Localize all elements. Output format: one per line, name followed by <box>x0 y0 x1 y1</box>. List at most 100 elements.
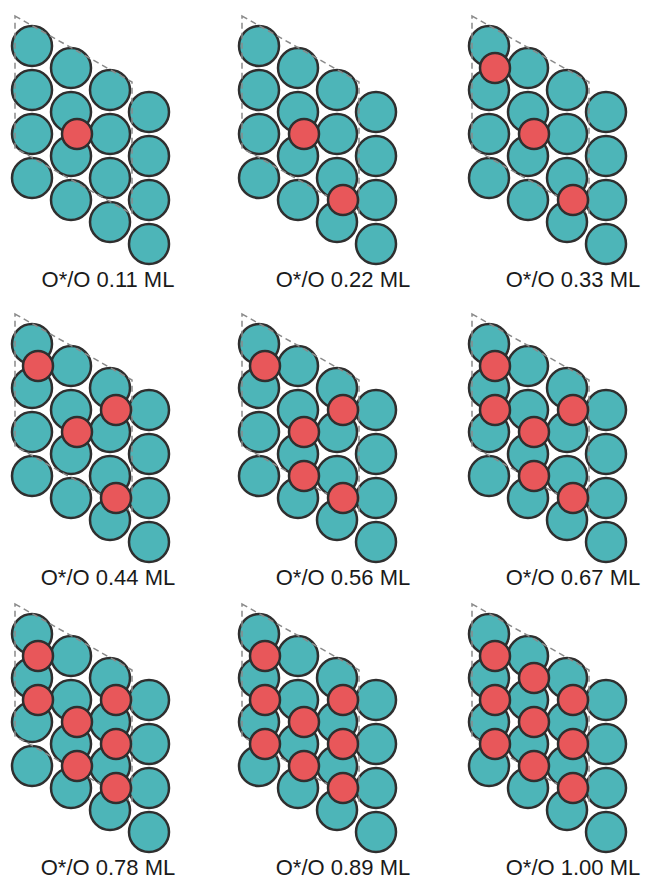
metal-atom <box>90 158 130 198</box>
metal-atom <box>129 390 169 430</box>
surface-panel <box>469 604 626 852</box>
metal-atom <box>239 26 279 66</box>
oxygen-adatom <box>519 751 549 781</box>
metal-atom <box>317 70 357 110</box>
metal-atom <box>508 180 548 220</box>
metal-atom <box>239 114 279 154</box>
oxygen-adatom <box>480 685 510 715</box>
coverage-label: O*/O 1.00 ML <box>504 855 643 881</box>
oxygen-adatom <box>519 461 549 491</box>
oxygen-adatom <box>558 729 588 759</box>
oxygen-adatom <box>289 707 319 737</box>
oxygen-adatom <box>289 461 319 491</box>
metal-atom <box>547 70 587 110</box>
metal-atom <box>90 70 130 110</box>
metal-atom <box>51 636 91 676</box>
coverage-label: O*/O 0.33 ML <box>504 267 643 293</box>
metal-atom <box>356 522 396 562</box>
unit-cell-outline <box>242 314 359 512</box>
metal-atom <box>356 390 396 430</box>
metal-atom <box>278 180 318 220</box>
oxygen-adatom <box>250 729 280 759</box>
metal-atom <box>129 434 169 474</box>
coverage-label: O*/O 0.11 ML <box>40 267 177 293</box>
surface-panel <box>239 604 396 852</box>
oxygen-adatom <box>480 351 510 381</box>
metal-atom <box>12 158 52 198</box>
oxygen-adatom <box>289 751 319 781</box>
unit-cell-outline <box>472 16 589 214</box>
metal-atom <box>586 224 626 264</box>
metal-atom <box>586 136 626 176</box>
oxygen-adatom <box>519 707 549 737</box>
metal-atom <box>12 114 52 154</box>
metal-atom <box>356 180 396 220</box>
oxygen-adatom <box>558 185 588 215</box>
oxygen-adatom <box>250 351 280 381</box>
oxygen-adatom <box>480 641 510 671</box>
metal-atom <box>90 202 130 242</box>
metal-atom <box>12 26 52 66</box>
metal-atom <box>129 136 169 176</box>
oxygen-adatom <box>62 751 92 781</box>
metal-atom <box>586 434 626 474</box>
coverage-label: O*/O 0.78 ML <box>39 855 178 881</box>
metal-atom <box>12 70 52 110</box>
metal-atom <box>356 768 396 808</box>
metal-atom <box>586 180 626 220</box>
metal-atom <box>12 412 52 452</box>
metal-atom <box>129 224 169 264</box>
surface-panel <box>469 16 626 264</box>
oxygen-adatom <box>558 685 588 715</box>
surface-panel <box>12 604 169 852</box>
metal-atom <box>129 724 169 764</box>
oxygen-adatom <box>328 729 358 759</box>
surface-panel <box>12 314 169 562</box>
oxygen-adatom <box>250 685 280 715</box>
metal-atom <box>239 456 279 496</box>
metal-atom <box>51 478 91 518</box>
metal-atom <box>508 48 548 88</box>
unit-cell-outline <box>242 604 359 802</box>
oxygen-adatom <box>62 707 92 737</box>
oxygen-adatom <box>289 417 319 447</box>
metal-atom <box>12 456 52 496</box>
metal-atom <box>356 92 396 132</box>
metal-atom <box>12 746 52 786</box>
metal-atom <box>129 768 169 808</box>
metal-atom <box>129 680 169 720</box>
metal-atom <box>508 346 548 386</box>
metal-atom <box>356 724 396 764</box>
oxygen-adatom <box>558 483 588 513</box>
oxygen-adatom <box>328 773 358 803</box>
metal-atom <box>469 456 509 496</box>
metal-atom <box>90 114 130 154</box>
oxygen-adatom <box>23 351 53 381</box>
surface-panel <box>239 314 396 562</box>
oxygen-adatom <box>101 773 131 803</box>
metal-atom <box>586 522 626 562</box>
metal-atom <box>356 478 396 518</box>
oxygen-adatom <box>519 417 549 447</box>
metal-atom <box>129 92 169 132</box>
metal-atom <box>51 48 91 88</box>
oxygen-adatom <box>519 119 549 149</box>
oxygen-adatom <box>480 395 510 425</box>
oxygen-adatom <box>328 483 358 513</box>
oxygen-adatom <box>328 395 358 425</box>
metal-atom <box>129 522 169 562</box>
metal-atom <box>129 180 169 220</box>
oxygen-adatom <box>480 53 510 83</box>
metal-atom <box>129 812 169 852</box>
unit-cell-outline <box>242 16 359 214</box>
metal-atom <box>356 136 396 176</box>
metal-atom <box>586 390 626 430</box>
oxygen-adatom <box>62 417 92 447</box>
coverage-label: O*/O 0.44 ML <box>39 565 178 591</box>
unit-cell-outline <box>472 314 589 512</box>
metal-atom <box>469 114 509 154</box>
unit-cell-outline <box>15 314 132 512</box>
oxygen-adatom <box>101 483 131 513</box>
